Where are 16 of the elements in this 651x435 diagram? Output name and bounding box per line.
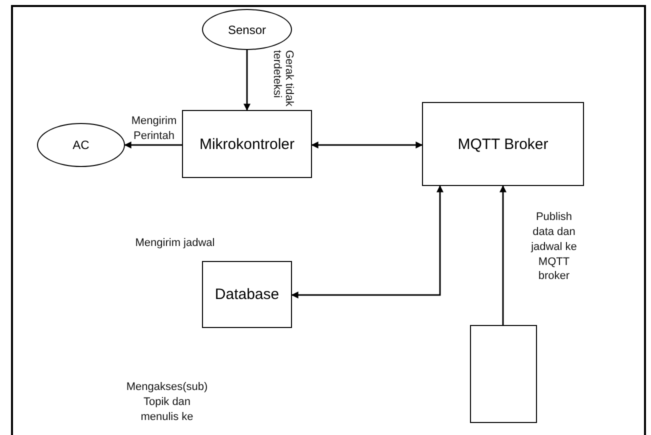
arrow: [500, 185, 506, 325]
note-text: Mengakses(sub) Topik dan menulis ke: [126, 380, 208, 425]
edge-label: Publish data dan jadwal ke MQTT broker: [530, 210, 578, 284]
sensor-ellipse: Sensor: [202, 9, 292, 50]
arrow: [124, 142, 182, 148]
process-box: [470, 325, 537, 423]
note-text: Mengirim jadwal: [134, 236, 216, 251]
edge-label: Mengirim Perintah: [130, 114, 178, 144]
process-box: Database: [202, 261, 292, 328]
process-box: MQTT Broker: [422, 102, 584, 186]
device-ellipse: AC: [37, 123, 125, 167]
arrow: [311, 142, 423, 148]
process-box: Mikrokontroler: [182, 110, 312, 178]
arrow: [291, 185, 444, 298]
edge-label: Gerak tidak terdeteksi: [270, 50, 296, 108]
arrow: [244, 50, 250, 111]
